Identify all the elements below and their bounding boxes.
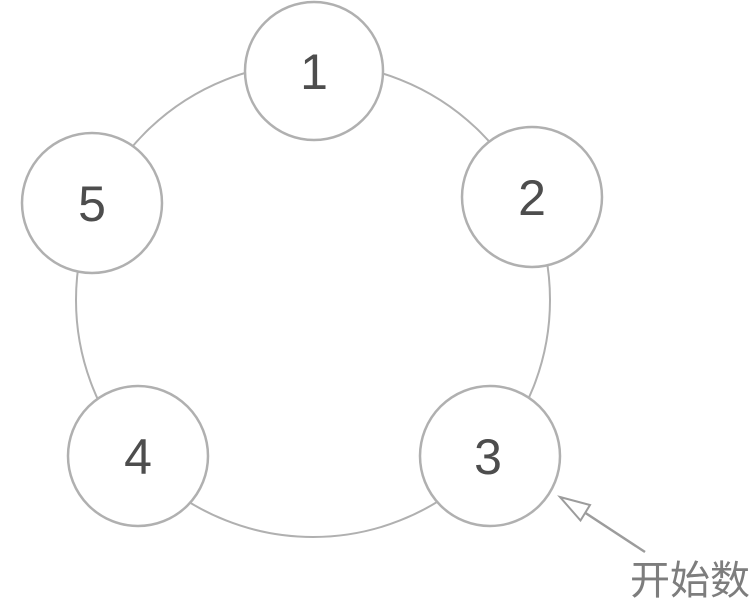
node-4: 4 [66, 384, 210, 528]
node-1-circle [243, 0, 385, 142]
node-1-label: 1 [300, 44, 328, 100]
node-4-label: 4 [124, 429, 152, 485]
node-4-circle [66, 384, 210, 528]
node-2: 2 [460, 125, 604, 269]
node-5: 5 [20, 131, 164, 275]
node-2-label: 2 [518, 170, 546, 226]
start-arrow-head-icon [557, 495, 592, 523]
node-3-label: 3 [474, 429, 502, 485]
start-arrow-shaft [583, 510, 646, 554]
node-3: 3 [418, 384, 562, 528]
start-arrow [557, 495, 646, 554]
node-3-circle [418, 384, 562, 528]
node-5-label: 5 [78, 176, 106, 232]
node-5-circle [20, 131, 164, 275]
node-1: 1 [243, 0, 385, 142]
node-2-circle [460, 125, 604, 269]
annotation-start-counting: 开始数 [630, 559, 750, 603]
